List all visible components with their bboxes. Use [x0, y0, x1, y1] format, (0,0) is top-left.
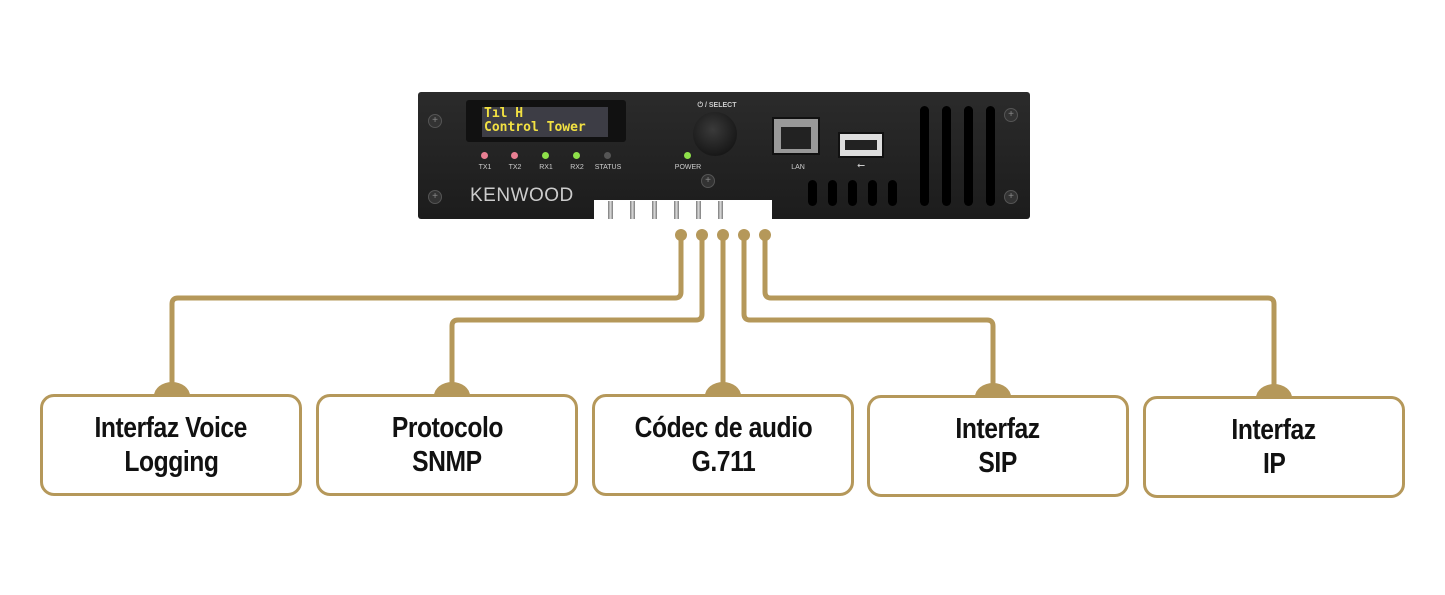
connector-cap	[975, 383, 1011, 397]
connector-cap	[154, 382, 190, 396]
connector-notch	[594, 200, 772, 219]
tx2-led	[511, 152, 518, 159]
vent	[942, 106, 951, 206]
oled-display: Tıl H Control Tower	[466, 100, 626, 142]
vent	[808, 180, 817, 206]
led-label: RX1	[539, 164, 553, 171]
select-knob[interactable]	[693, 112, 737, 156]
connector-pin	[696, 201, 701, 219]
usb-port[interactable]	[838, 132, 884, 158]
vent	[848, 180, 857, 206]
connector-dot	[696, 229, 708, 241]
screw-icon: +	[1004, 108, 1018, 122]
screw-icon: +	[428, 190, 442, 204]
feature-line1: Protocolo	[391, 412, 503, 444]
connector-pin	[718, 201, 723, 219]
screw-icon: +	[428, 114, 442, 128]
feature-box-codec: Códec de audio G.711	[592, 394, 854, 496]
feature-line1: Interfaz Voice	[94, 412, 248, 444]
feature-line2: G.711	[691, 446, 755, 478]
feature-line2: Logging	[123, 446, 219, 478]
vent	[828, 180, 837, 206]
signal-status-text: Tıl H	[484, 106, 524, 121]
connector-dot	[675, 229, 687, 241]
connector-pin	[674, 201, 679, 219]
power-label: POWER	[674, 164, 702, 171]
brand-logo: KENWOOD	[470, 185, 574, 206]
display-text: Control Tower	[484, 120, 586, 135]
feature-line1: Códec de audio	[634, 412, 812, 444]
connector-cap	[1256, 384, 1292, 398]
connector-line	[741, 235, 996, 393]
feature-box-snmp: Protocolo SNMP	[316, 394, 578, 496]
vent	[888, 180, 897, 206]
feature-box-voice-logging: Interfaz Voice Logging	[40, 394, 302, 496]
vent	[920, 106, 929, 206]
connector-cap	[705, 382, 741, 396]
feature-line2: SIP	[978, 447, 1018, 479]
led-label: RX2	[570, 164, 584, 171]
connector-dot	[759, 229, 771, 241]
power-led	[684, 152, 691, 159]
led-label: TX1	[478, 164, 492, 171]
connector-line	[449, 235, 705, 392]
led-label: STATUS	[594, 164, 622, 171]
feature-line1: Interfaz	[955, 413, 1041, 445]
screw-icon: +	[1004, 190, 1018, 204]
vent	[964, 106, 973, 206]
connector-cap	[434, 382, 470, 396]
connector-line	[762, 235, 1277, 394]
screw-icon: +	[701, 174, 715, 188]
rx2-led	[573, 152, 580, 159]
rx1-led	[542, 152, 549, 159]
connector-pin	[630, 201, 635, 219]
tx1-led	[481, 152, 488, 159]
connector-pin	[652, 201, 657, 219]
led-label: TX2	[508, 164, 522, 171]
status-led	[604, 152, 611, 159]
connector-dot	[717, 229, 729, 241]
connector-dot	[738, 229, 750, 241]
connector-pin	[608, 201, 613, 219]
select-label: ⏻ / SELECT	[697, 102, 737, 109]
feature-box-sip: Interfaz SIP	[867, 395, 1129, 497]
feature-line2: SNMP	[412, 446, 482, 478]
vent	[986, 106, 995, 206]
lan-port[interactable]	[772, 117, 820, 155]
usb-icon: ⭠	[857, 160, 865, 171]
kenwood-gateway-device: + + + + + Tıl H Control Tower TX1 TX2 RX…	[418, 92, 1030, 219]
feature-line2: IP	[1262, 448, 1286, 480]
lan-label: LAN	[791, 164, 805, 171]
feature-line1: Interfaz	[1231, 414, 1317, 446]
feature-box-ip: Interfaz IP	[1143, 396, 1405, 498]
vent	[868, 180, 877, 206]
connector-line	[169, 235, 684, 392]
